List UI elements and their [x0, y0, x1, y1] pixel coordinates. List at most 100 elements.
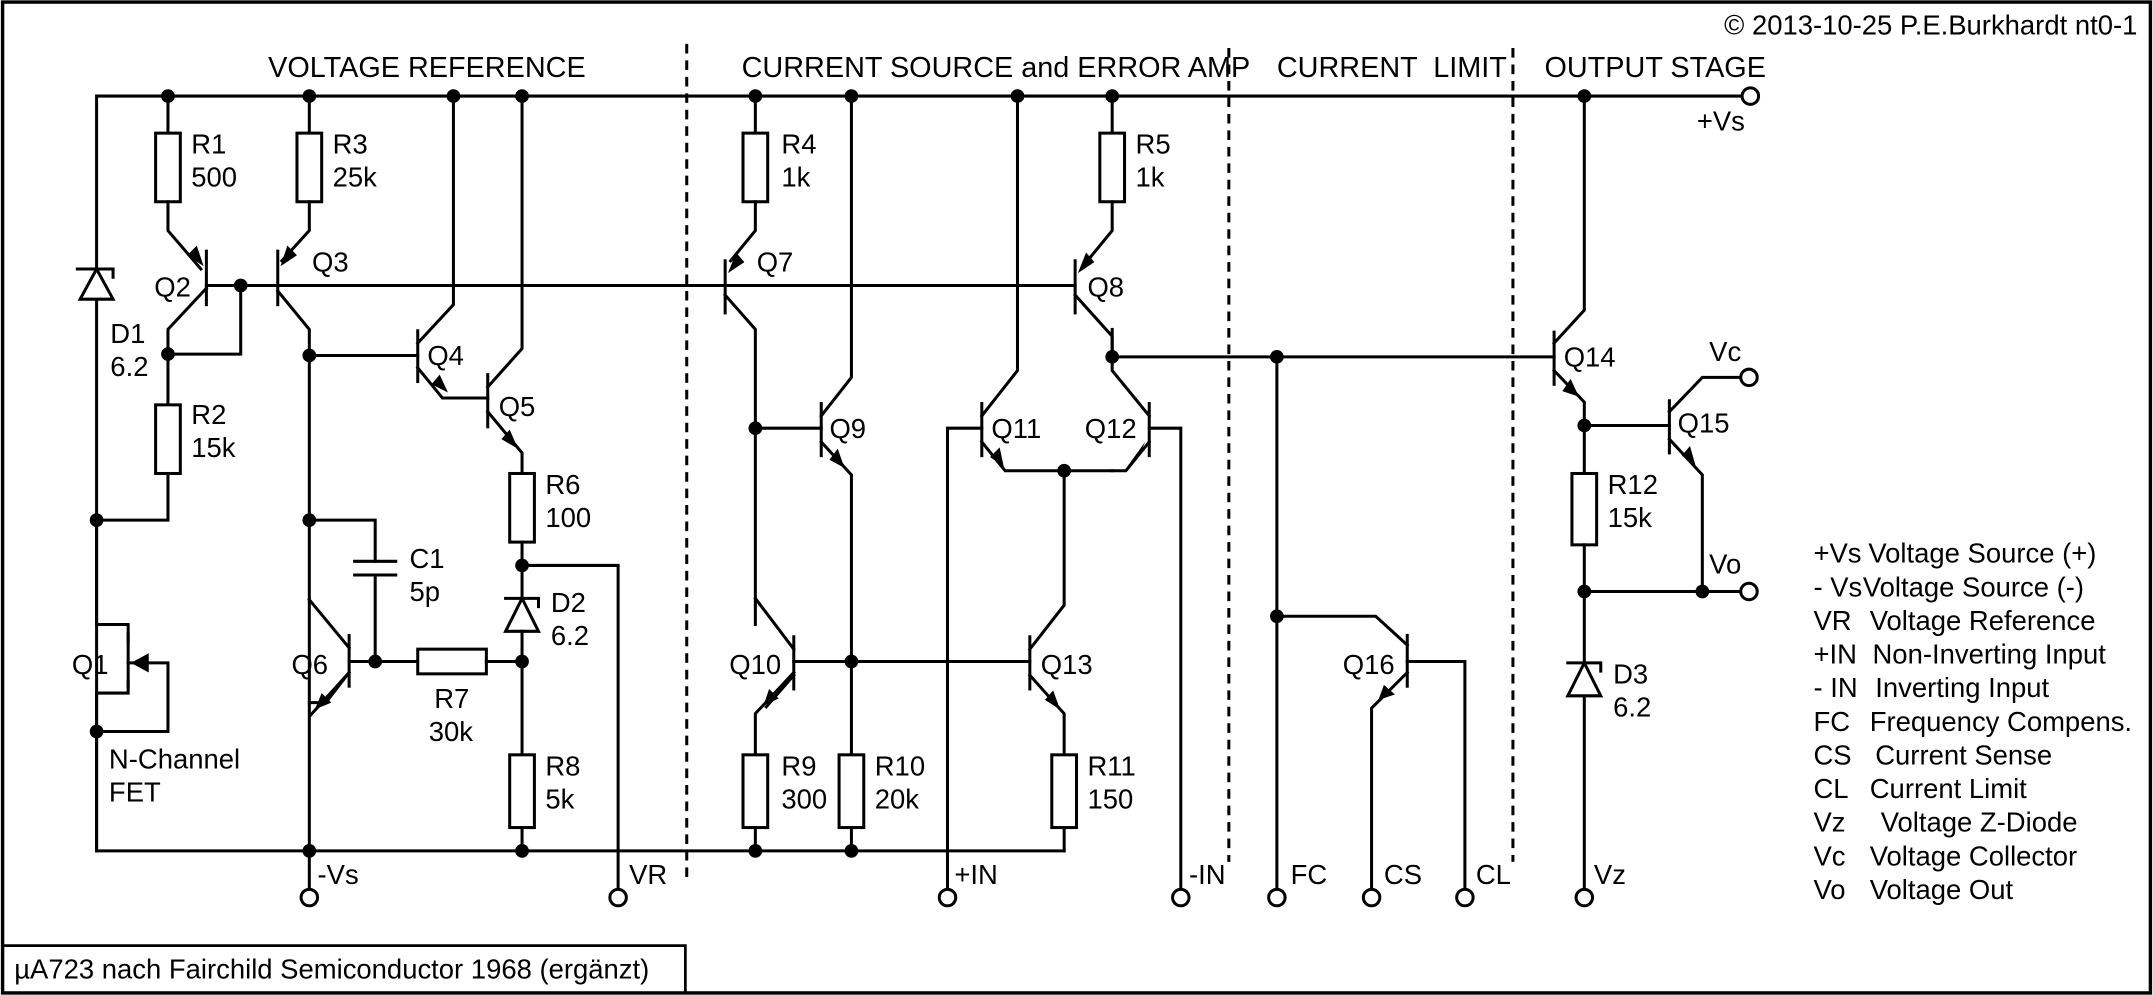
section-title-voltage-reference: VOLTAGE REFERENCE	[268, 52, 586, 84]
legend-abbr: +IN	[1813, 639, 1856, 670]
transistor-q6: Q6	[291, 597, 420, 718]
label-r6: R6	[545, 469, 580, 500]
terminal-in-minus[interactable]	[1171, 887, 1191, 908]
label-r7: R7	[434, 683, 469, 714]
legend-abbr: VR	[1813, 605, 1851, 636]
legend-abbr: FC	[1813, 706, 1850, 737]
transistor-q13: Q13	[1027, 469, 1093, 757]
legend-description: Voltage Collector	[1870, 840, 2077, 871]
label-d2: D2	[551, 587, 586, 618]
terminal-vo[interactable]	[1739, 581, 1759, 602]
resistor-r7: R7 30k	[416, 647, 524, 747]
pin-label-vs-minus: -Vs	[318, 859, 359, 890]
label-q5: Q5	[499, 391, 536, 422]
value-r8: 5k	[545, 783, 574, 814]
caption-text: µA723 nach Fairchild Semiconductor 1968 …	[14, 954, 649, 985]
transistor-q7: Q7	[723, 247, 793, 626]
value-d3: 6.2	[1613, 691, 1651, 722]
value-c1: 5p	[410, 576, 441, 607]
pin-label-in-minus: -IN	[1189, 859, 1226, 890]
value-r12: 15k	[1608, 502, 1653, 533]
pin-label-cl: CL	[1476, 859, 1511, 890]
label-q10: Q10	[729, 649, 781, 680]
pin-label-fc: FC	[1291, 859, 1328, 890]
label-q14: Q14	[1564, 341, 1616, 372]
label-q16: Q16	[1343, 649, 1395, 680]
terminal-cl[interactable]	[1455, 887, 1475, 908]
label-q3: Q3	[312, 247, 349, 278]
terminal-vs-minus[interactable]	[299, 887, 320, 908]
legend-description: Non-Inverting Input	[1873, 639, 2107, 670]
terminal-vz[interactable]	[1574, 887, 1595, 908]
resistor-r4: R4 1k	[728, 94, 817, 263]
capacitor-c1: C1 5p	[307, 518, 445, 664]
transistor-q9: Q9	[753, 94, 866, 853]
value-r9: 300	[781, 783, 827, 814]
legend-description: Current Sense	[1875, 739, 2052, 770]
section-title-current-source: CURRENT SOURCE and ERROR AMP	[742, 52, 1251, 84]
value-r10: 20k	[875, 783, 920, 814]
label-r10: R10	[875, 750, 925, 781]
label-r5: R5	[1136, 129, 1171, 160]
legend-abbr: Vz	[1813, 807, 1845, 838]
label-r9: R9	[781, 750, 816, 781]
terminal-vc[interactable]	[1739, 367, 1759, 388]
transistor-q3: Q3	[275, 245, 349, 853]
transistor-q11: Q11	[945, 94, 1114, 890]
resistor-r11: R11 150	[1050, 750, 1136, 853]
legend-description: Voltage Source (-)	[1863, 571, 2084, 602]
label-q2: Q2	[154, 271, 191, 302]
pin-label-vo: Vo	[1709, 549, 1741, 580]
terminal-cs[interactable]	[1361, 887, 1382, 908]
label-q11: Q11	[991, 413, 1041, 444]
label-q6: Q6	[291, 649, 328, 680]
note-q1-fet: FET	[109, 776, 161, 807]
resistor-r12: R12 15k	[1570, 469, 1658, 594]
legend-description: Frequency Compens.	[1870, 706, 2132, 737]
terminal-in-plus[interactable]	[937, 887, 958, 908]
value-r2: 15k	[191, 432, 236, 463]
transistor-q14: Q14	[1551, 94, 1616, 475]
label-r4: R4	[781, 129, 816, 160]
legend-abbr: - Vs	[1813, 571, 1862, 602]
label-c1: C1	[410, 543, 445, 574]
legend-description: Voltage Out	[1870, 874, 2014, 905]
terminal-vr[interactable]	[608, 887, 628, 908]
resistor-r3: R3 25k	[279, 94, 377, 263]
resistor-r10: R10 20k	[837, 750, 925, 830]
label-d3: D3	[1613, 658, 1648, 689]
transistor-q10: Q10	[729, 596, 1032, 757]
legend-description: Current Limit	[1870, 773, 2027, 804]
value-r7: 30k	[429, 716, 474, 747]
legend-description: Voltage Source (+)	[1868, 538, 2096, 569]
label-q4: Q4	[427, 340, 464, 371]
label-q13: Q13	[1041, 649, 1093, 680]
value-d1: 6.2	[110, 351, 148, 382]
resistor-r2: R2 15k	[95, 352, 236, 522]
label-q8: Q8	[1087, 271, 1124, 302]
legend-abbr: CS	[1813, 739, 1851, 770]
label-r3: R3	[333, 129, 368, 160]
copyright-text: © 2013-10-25 P.E.Burkhardt nt0-1	[1724, 9, 2137, 40]
label-r8: R8	[545, 750, 580, 781]
legend-abbr: Vo	[1813, 874, 1845, 905]
value-r4: 1k	[781, 162, 810, 193]
label-q15: Q15	[1678, 407, 1730, 438]
legend-description: Inverting Input	[1875, 672, 2049, 703]
legend-abbr: - IN	[1813, 672, 1857, 703]
legend-abbr: +Vs	[1813, 538, 1861, 569]
zener-d2: D2 6.2	[503, 587, 589, 757]
transistor-q5: Q5	[485, 94, 536, 475]
legend-abbr: Vc	[1813, 840, 1845, 871]
zener-d1: D1 6.2	[75, 265, 148, 382]
value-r1: 500	[191, 162, 237, 193]
terminal-fc[interactable]	[1267, 887, 1287, 908]
resistor-r9: R9 300	[741, 750, 827, 853]
terminal-vs-plus[interactable]	[1740, 86, 1761, 106]
transistor-q15: Q15	[1582, 375, 1743, 594]
legend-abbr: CL	[1813, 773, 1848, 804]
pin-label-vc: Vc	[1709, 336, 1741, 367]
pin-label-vs-plus: +Vs	[1697, 105, 1745, 136]
pin-label-in-plus: +IN	[954, 859, 997, 890]
